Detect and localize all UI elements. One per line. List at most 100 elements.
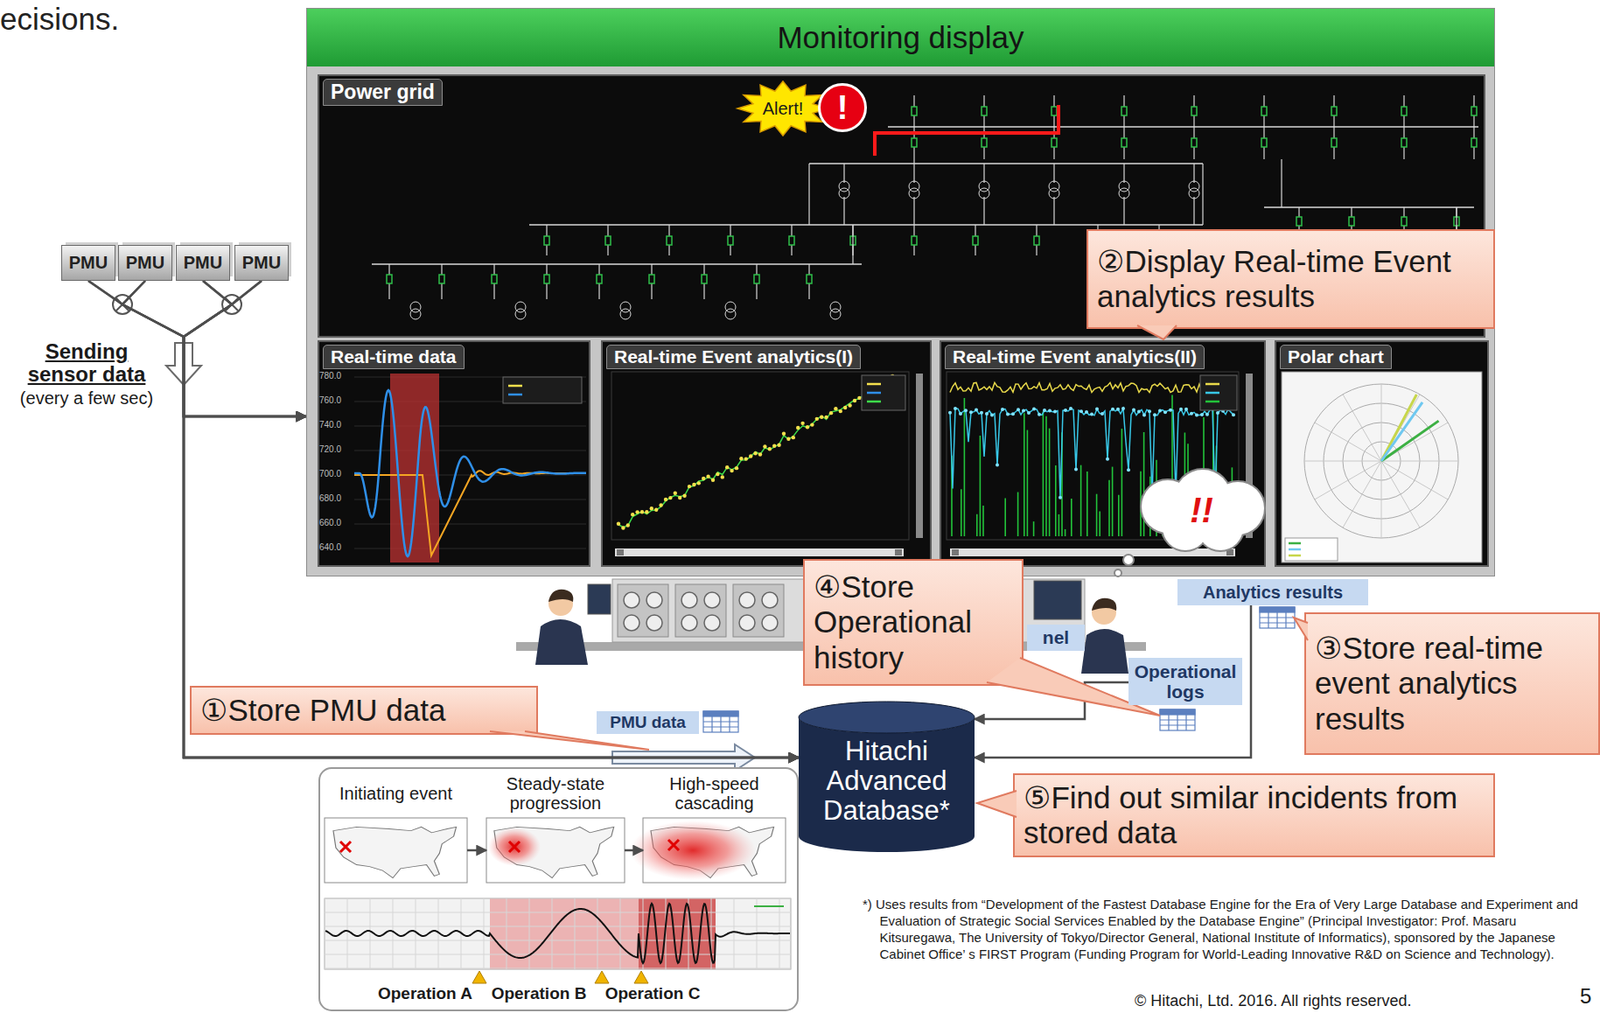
trend-chart: [630, 512, 635, 517]
mode-chart: [1131, 408, 1136, 413]
trend-chart: [618, 377, 902, 528]
frequency-strip: [620, 898, 622, 970]
mode-chart: [1079, 409, 1083, 413]
frequency-strip: [392, 898, 394, 970]
mode-chart: [964, 408, 968, 413]
callout-text: ②Display Real-time Event analytics resul…: [1096, 244, 1485, 315]
operator-figure: [1091, 598, 1117, 611]
text-holder: PMU: [69, 252, 108, 273]
trend-chart: [847, 403, 852, 407]
table-icon: [703, 711, 739, 717]
trend-chart: [654, 508, 658, 512]
trend-chart: [748, 454, 753, 458]
mode-chart: [1037, 412, 1042, 417]
table-icon: [703, 711, 739, 733]
mode-chart: [1064, 529, 1067, 537]
map-stage: Initiating event: [324, 771, 468, 886]
grid-one-line: [911, 138, 917, 147]
stage-title: High-speed cascading: [642, 774, 786, 813]
alert-icon: !: [817, 83, 867, 133]
text-holder: ⑤Find out similar incidents from stored …: [1023, 780, 1485, 852]
trend-chart: [616, 549, 624, 556]
us-map: [324, 817, 786, 883]
connector: [624, 849, 643, 853]
connector: [183, 280, 307, 417]
trend-chart: [611, 371, 909, 540]
us-map: [509, 841, 520, 853]
polar-plot: [1288, 542, 1301, 545]
mode-chart: [1032, 406, 1036, 411]
mode-chart: [1205, 391, 1220, 395]
trend-chart: [616, 522, 621, 526]
trend-chart: [697, 481, 701, 485]
trend-chart: [866, 383, 881, 386]
callout-box: ④Store Operational history: [803, 558, 1024, 686]
grid-one-line: [1401, 106, 1407, 116]
callout-tail: [191, 687, 193, 689]
control-console: [681, 614, 698, 631]
panel-title: Real-time Event analytics(I): [606, 344, 861, 370]
table-icon: [1259, 607, 1295, 613]
table-icon: [1159, 709, 1195, 731]
mode-chart: [1147, 409, 1152, 413]
trend-chart: [815, 417, 819, 421]
waveform-chart: [354, 373, 587, 563]
waveform-chart: [354, 450, 587, 452]
mode-chart: [1070, 498, 1073, 537]
grid-one-line: [620, 308, 631, 320]
grid-one-line: [1121, 138, 1127, 147]
text-holder: Operation AOperation BOperation C: [368, 983, 710, 1005]
mode-chart: [1053, 409, 1057, 413]
callout-text: ①Store PMU data: [200, 692, 528, 728]
callout-box: ⑤Find out similar incidents from stored …: [1013, 773, 1496, 858]
footnote: *) Uses results from “Development of the…: [862, 895, 1580, 963]
grid-one-line: [808, 163, 810, 225]
text-holder: ④Store Operational history: [813, 569, 1014, 676]
frequency-strip: [754, 905, 784, 908]
tag-text: Operational logs: [1131, 661, 1239, 702]
mode-chart: [1205, 383, 1220, 386]
table-icon: [1259, 612, 1295, 629]
waveform-chart: [508, 393, 523, 397]
waveform-chart: [354, 470, 587, 556]
text-holder: ①Store PMU data: [200, 692, 528, 728]
us-map: [486, 817, 625, 883]
label-slot: © Hitachi, Ltd. 2016. All rights reserve…: [1134, 992, 1520, 1010]
connector: [467, 849, 487, 853]
mode-chart: [1042, 411, 1045, 537]
label-slot: 740.0: [319, 419, 350, 431]
trend-chart: [744, 456, 748, 461]
polar-plot: [1381, 402, 1423, 462]
trend-chart: [843, 405, 847, 410]
operation-label: Operation C: [595, 983, 710, 1005]
trend-chart: [649, 506, 654, 511]
mode-chart: [1095, 407, 1099, 412]
grid-one-line: [1471, 106, 1477, 116]
chart-panel: Real-time data: [317, 340, 591, 567]
mode-chart: [1189, 412, 1194, 416]
text-holder: Power grid: [319, 76, 447, 109]
mode-chart: [946, 371, 1253, 557]
label-slot: 700.0: [319, 468, 350, 480]
cylinder-shape: [798, 717, 975, 853]
axis-tick: 780.0: [319, 370, 350, 382]
frequency-strip: [370, 898, 371, 970]
grid-one-line: [1261, 138, 1267, 147]
mode-chart: [946, 371, 1239, 540]
mode-chart: [1048, 428, 1051, 537]
grid-one-line: [983, 196, 985, 225]
trend-chart: [705, 474, 710, 478]
polar-plot: [1304, 461, 1382, 462]
grid-one-line: [913, 159, 915, 164]
waveform-chart: [354, 426, 587, 427]
grid-one-line: [1193, 163, 1195, 183]
cylinder-shape: [798, 701, 975, 734]
control-console: [704, 614, 720, 631]
frequency-strip: [594, 971, 609, 984]
tag-text: PMU data: [609, 713, 686, 733]
label-slot: *) Uses results from “Development of the…: [862, 895, 1580, 963]
mode-chart: [1205, 412, 1209, 417]
grid-one-line: [666, 236, 672, 245]
note-label: (every a few sec): [1, 387, 172, 409]
callout-text: ⑤Find out similar incidents from stored …: [1023, 780, 1485, 852]
